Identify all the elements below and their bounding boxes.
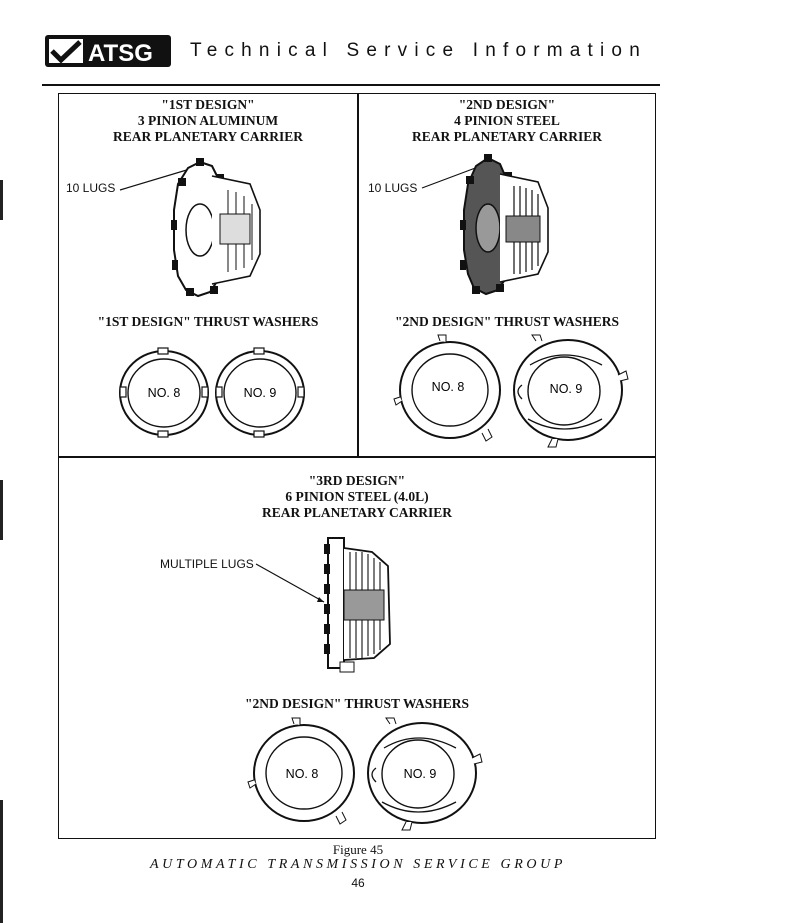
atsg-logo: ATSG: [45, 35, 171, 67]
first-washer-no9-label: NO. 9: [244, 386, 277, 400]
third-design-carrier-illustration: [255, 537, 391, 673]
first-design-washer-no8: NO. 8: [119, 347, 209, 438]
first-design-lug-label: 10 LUGS: [66, 181, 116, 195]
first-design-washers: NO. 8 NO. 9: [119, 347, 305, 438]
third-design-washer-no8: NO. 8: [247, 717, 355, 825]
third-design-heading: "3RD DESIGN" 6 PINION STEEL (4.0L) REAR …: [261, 473, 453, 520]
second-design-washer-no9: NO. 9: [513, 334, 629, 448]
third-design-washers: NO. 8 NO. 9: [247, 717, 483, 831]
second-design-lug-label: 10 LUGS: [368, 181, 418, 195]
figure-label: Figure 45: [332, 842, 384, 857]
second-design-carrier-illustration: [421, 154, 549, 296]
header-title: Technical Service Information: [190, 40, 647, 61]
first-design-heading: "1ST DESIGN" 3 PINION ALUMINUM REAR PLAN…: [112, 97, 304, 144]
footer-group-name: AUTOMATIC TRANSMISSION SERVICE GROUP: [150, 857, 566, 872]
first-design-washer-no9: NO. 9: [215, 347, 305, 438]
header-rule: [42, 84, 660, 86]
second-design-washer-heading: "2ND DESIGN" THRUST WASHERS: [395, 314, 619, 329]
third-washer-no9-label: NO. 9: [404, 767, 437, 781]
second-design-washers: NO. 8 NO. 9: [393, 334, 629, 448]
second-design-heading: "2ND DESIGN" 4 PINION STEEL REAR PLANETA…: [411, 97, 603, 144]
second-washer-no8-label: NO. 8: [432, 380, 465, 394]
panel-divider-horizontal: [58, 456, 656, 458]
third-design-washer-no9: NO. 9: [367, 717, 483, 831]
page-number: 46: [351, 876, 365, 890]
third-washer-no8-label: NO. 8: [286, 767, 319, 781]
svg-text:ATSG: ATSG: [88, 40, 153, 67]
third-design-washer-heading: "2ND DESIGN" THRUST WASHERS: [245, 696, 469, 711]
first-washer-no8-label: NO. 8: [148, 386, 181, 400]
second-washer-no9-label: NO. 9: [550, 382, 583, 396]
panel-divider-vertical: [357, 93, 359, 457]
third-design-lug-label: MULTIPLE LUGS: [160, 557, 254, 571]
first-design-washer-heading: "1ST DESIGN" THRUST WASHERS: [97, 314, 319, 329]
page-binding-edge: [0, 180, 3, 923]
second-design-washer-no8: NO. 8: [393, 334, 501, 442]
first-design-carrier-illustration: [119, 158, 261, 298]
